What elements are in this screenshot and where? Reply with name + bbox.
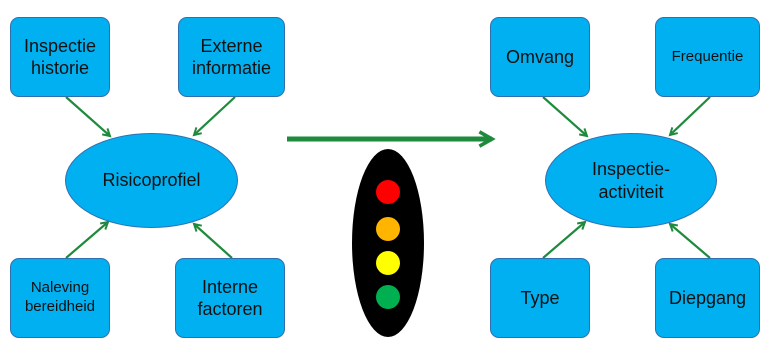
node-naleving-bereidheid: Naleving bereidheid (10, 258, 110, 338)
node-externe-informatie-line1: Externe (200, 35, 263, 56)
arrow-omvang-to-inspectie-activiteit (542, 96, 589, 138)
node-inspectie-historie-line2: historie (30, 58, 89, 78)
node-type-label: Type (520, 287, 560, 308)
node-risicoprofiel-label: Risicoprofiel (102, 170, 201, 191)
arrow-type-to-inspectie-activiteit (542, 220, 587, 259)
arrow-externe-informatie-to-risicoprofiel (192, 96, 236, 137)
node-externe-informatie: Externe informatie (178, 17, 285, 97)
traffic-light-body (352, 149, 424, 337)
node-interne-factoren-line1: Interne (201, 276, 259, 297)
node-inspectie-historie-line1: Inspectie (23, 35, 97, 56)
node-interne-factoren: Interne factoren (175, 258, 285, 338)
node-diepgang: Diepgang (655, 258, 760, 338)
node-interne-factoren-line2: factoren (197, 299, 263, 319)
arrow-interne-factoren-to-risicoprofiel (192, 222, 233, 259)
traffic-light-yellow-lamp (376, 251, 400, 275)
node-omvang-label: Omvang (505, 46, 575, 67)
traffic-light (352, 149, 424, 337)
node-diepgang-label: Diepgang (668, 287, 747, 308)
arrow-inspectie-historie-to-risicoprofiel (65, 96, 112, 138)
arrow-frequentie-to-inspectie-activiteit (668, 96, 711, 137)
node-frequentie: Frequentie (655, 17, 760, 97)
node-frequentie-label: Frequentie (671, 47, 744, 65)
node-externe-informatie-line2: informatie (191, 58, 272, 78)
node-inspectie-historie: Inspectie historie (10, 17, 110, 97)
traffic-light-red-lamp (376, 180, 400, 204)
node-omvang: Omvang (490, 17, 590, 97)
arrow-diepgang-to-inspectie-activiteit (668, 222, 711, 259)
node-risicoprofiel: Risicoprofiel (65, 133, 238, 228)
arrow-naleving-bereidheid-to-risicoprofiel (65, 220, 110, 259)
node-inspectie-activiteit-line2: activiteit (598, 181, 664, 202)
node-naleving-bereidheid-line1: Naleving (30, 279, 90, 297)
node-inspectie-activiteit-line1: Inspectie- (591, 159, 671, 179)
node-inspectie-activiteit: Inspectie- activiteit (545, 133, 717, 228)
node-type: Type (490, 258, 590, 338)
traffic-light-orange-lamp (376, 217, 400, 241)
traffic-light-green-lamp (376, 285, 400, 309)
node-naleving-bereidheid-line2: bereidheid (24, 298, 96, 315)
